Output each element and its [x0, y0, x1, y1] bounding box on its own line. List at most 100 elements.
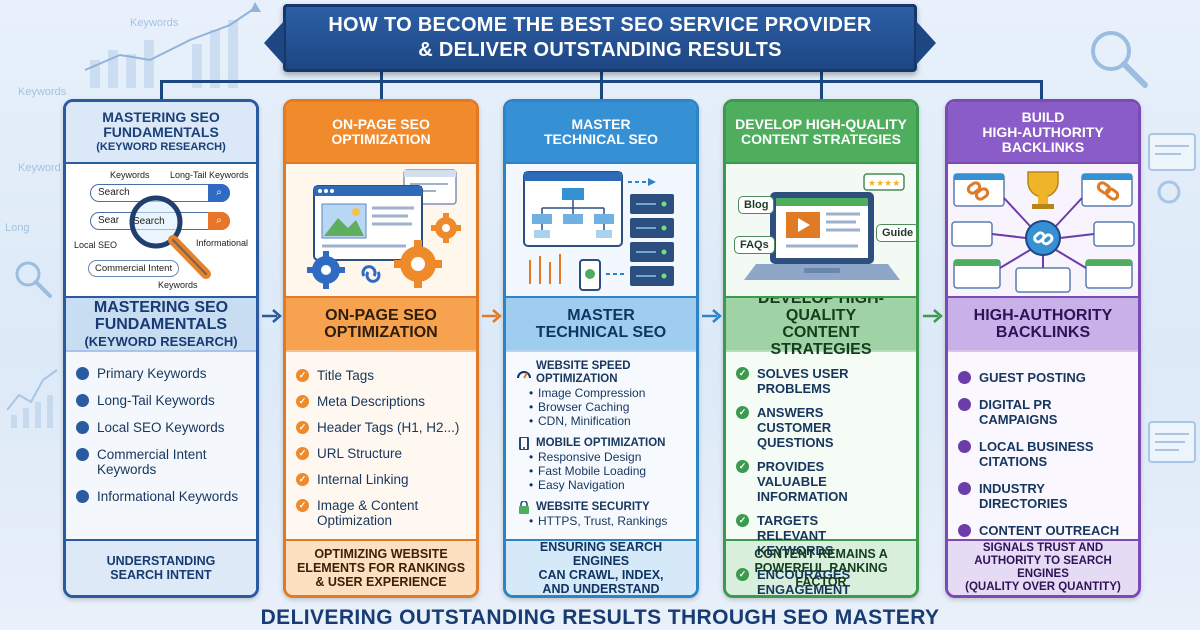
column-3-header-line-1: MASTER [571, 116, 631, 132]
list-item: Primary Keywords [76, 366, 248, 381]
list-item: GUEST POSTING [958, 370, 1130, 385]
group-title-text: WEBSITE SPEED OPTIMIZATION [536, 360, 631, 385]
list-item-text: Internal Linking [317, 472, 409, 487]
list-item-text: Header Tags (H1, H2...) [317, 420, 460, 435]
bullet-icon [76, 490, 89, 503]
list-item: ✓ENCOURAGES ENGAGEMENT [736, 567, 908, 597]
column-5-band: HIGH-AUTHORITY BACKLINKS [948, 298, 1138, 350]
bg-window-icon-right [1148, 133, 1196, 204]
check-icon: ✓ [736, 460, 749, 473]
bg-magnifier-icon-right [1091, 31, 1148, 88]
list-item: Local SEO Keywords [76, 420, 248, 435]
bg-keywords-label-2: Keywords [18, 86, 67, 98]
connector-stem-3 [600, 72, 603, 100]
column-1-footer: UNDERSTANDING SEARCH INTENT [66, 539, 256, 595]
list-item: CDN, Minification [516, 414, 688, 428]
list-item: ✓URL Structure [296, 446, 468, 461]
speed-optimization-group: WEBSITE SPEED OPTIMIZATION Image Compres… [516, 360, 688, 428]
bullet-icon [76, 421, 89, 434]
illus-search-text-3: Search [133, 216, 165, 227]
website-security-group: WEBSITE SECURITY HTTPS, Trust, Rankings [516, 501, 688, 528]
mobile-icon [519, 437, 529, 450]
arrow-right-icon [482, 309, 502, 323]
list-item: LOCAL BUSINESS CITATIONS [958, 439, 1130, 469]
bottom-title: DELIVERING OUTSTANDING RESULTS THROUGH S… [260, 606, 940, 629]
column-5-footer-line-3: (QUALITY OVER QUANTITY) [965, 581, 1121, 593]
bullet-icon [958, 398, 971, 411]
column-backlinks: BUILD HIGH-AUTHORITY BACKLINKS [945, 99, 1141, 598]
column-2-footer-line-3: & USER EXPERIENCE [315, 575, 447, 589]
column-2-footer-line-1: OPTIMIZING WEBSITE [314, 547, 448, 561]
list-item: Easy Navigation [516, 478, 688, 492]
column-2-footer: OPTIMIZING WEBSITE ELEMENTS FOR RANKINGS… [286, 539, 476, 595]
list-item-text: GUEST POSTING [979, 370, 1086, 385]
list-item: Image Compression [516, 386, 688, 400]
column-1-footer-line-1: UNDERSTANDING [106, 554, 216, 568]
list-item: ✓ Meta Descriptions [296, 394, 468, 409]
column-5-header: BUILD HIGH-AUTHORITY BACKLINKS [948, 102, 1138, 162]
bg-magnifier-icon-left [15, 261, 52, 298]
illus-informational-label: Informational [196, 238, 249, 248]
faqs-tag: FAQs [734, 236, 775, 254]
check-icon: ✓ [296, 473, 309, 486]
list-item-text: Informational Keywords [97, 489, 239, 504]
search-icon: ⌕ [208, 211, 230, 230]
bullet-icon [958, 482, 971, 495]
webpage-gears-icon [307, 169, 461, 289]
list-item: Commercial Intent Keywords [76, 447, 248, 477]
column-1-header-line-2: FUNDAMENTALS [103, 123, 219, 140]
column-1-list: Primary Keywords Long-Tail Keywords Loca… [66, 350, 256, 539]
bg-long-label: Long [5, 222, 30, 234]
bullet-icon [76, 367, 89, 380]
list-item: Browser Caching [516, 400, 688, 414]
on-page-seo-illustration [286, 162, 476, 298]
list-item: Long-Tail Keywords [76, 393, 248, 408]
column-5-header-line-2: HIGH-AUTHORITY [982, 123, 1104, 140]
check-icon: ✓ [296, 369, 309, 382]
list-item-text: Long-Tail Keywords [97, 393, 215, 408]
list-item-text: ENCOURAGES ENGAGEMENT [757, 567, 851, 597]
column-4-footer: CONTENT REMAINS A POWERFUL RANKING FACTO… [726, 539, 916, 595]
bullet-icon [958, 440, 971, 453]
illus-keywords-label-2: Keywords [158, 280, 198, 290]
check-icon: ✓ [296, 421, 309, 434]
column-1-header-sub: (KEYWORD RESEARCH) [96, 140, 226, 153]
column-4-footer-line-2: POWERFUL RANKING [754, 561, 888, 575]
column-4-footer-line-1: CONTENT REMAINS A [754, 547, 888, 561]
technical-seo-illustration [506, 162, 696, 298]
column-1-header: MASTERING SEO FUNDAMENTALS (KEYWORD RESE… [66, 102, 256, 162]
column-keyword-research: MASTERING SEO FUNDAMENTALS (KEYWORD RESE… [63, 99, 259, 598]
connector-stem-1 [160, 80, 163, 100]
column-2-band-line-1: ON-PAGE SEO [325, 307, 437, 324]
list-item: ✓SOLVES USER PROBLEMS [736, 366, 908, 396]
column-1-band-line-1: MASTERING SEO [93, 298, 229, 316]
list-item-text: Commercial Intent Keywords [97, 447, 207, 477]
column-2-header-line-2: OPTIMIZATION [331, 131, 431, 147]
column-5-footer: SIGNALS TRUST AND AUTHORITY TO SEARCH EN… [948, 539, 1138, 595]
column-4-band-line-2: CONTENT STRATEGIES [770, 324, 872, 358]
column-2-header: ON-PAGE SEO OPTIMIZATION [286, 102, 476, 162]
list-item: ✓PROVIDES VALUABLE INFORMATION [736, 459, 908, 504]
column-technical-seo: MASTER TECHNICAL SEO [503, 99, 699, 598]
backlinks-illustration [948, 162, 1138, 298]
column-4-header: DEVELOP HIGH-QUALITY CONTENT STRATEGIES [726, 102, 916, 162]
list-item-text: URL Structure [317, 446, 403, 461]
column-2-footer-line-2: ELEMENTS FOR RANKINGS [296, 561, 466, 575]
column-4-footer-line-3: FACTOR [795, 575, 847, 589]
column-3-band-line-2: TECHNICAL SEO [535, 324, 667, 341]
column-3-footer-line-3: AND UNDERSTAND [542, 582, 660, 596]
list-item-text: SOLVES USER PROBLEMS [757, 366, 849, 396]
sitemap-server-icon [523, 171, 674, 291]
column-3-list: WEBSITE SPEED OPTIMIZATION Image Compres… [506, 350, 696, 539]
bullet-icon [76, 448, 89, 461]
column-4-header-line-1: DEVELOP HIGH-QUALITY [735, 116, 907, 132]
content-strategy-illustration: ★★★★ Blog FAQs Guide [726, 162, 916, 298]
bg-keywords-label-1: Keywords [130, 17, 179, 29]
group-title: WEBSITE SPEED OPTIMIZATION [516, 360, 688, 386]
illus-keywords-label: Keywords [110, 170, 150, 180]
guide-tag: Guide [876, 224, 916, 242]
arrow-right-icon [923, 309, 943, 323]
list-item-text: Meta Descriptions [317, 394, 426, 409]
check-icon: ✓ [296, 395, 309, 408]
list-item: ✓TARGETS RELEVANT KEYWORDS [736, 513, 908, 558]
